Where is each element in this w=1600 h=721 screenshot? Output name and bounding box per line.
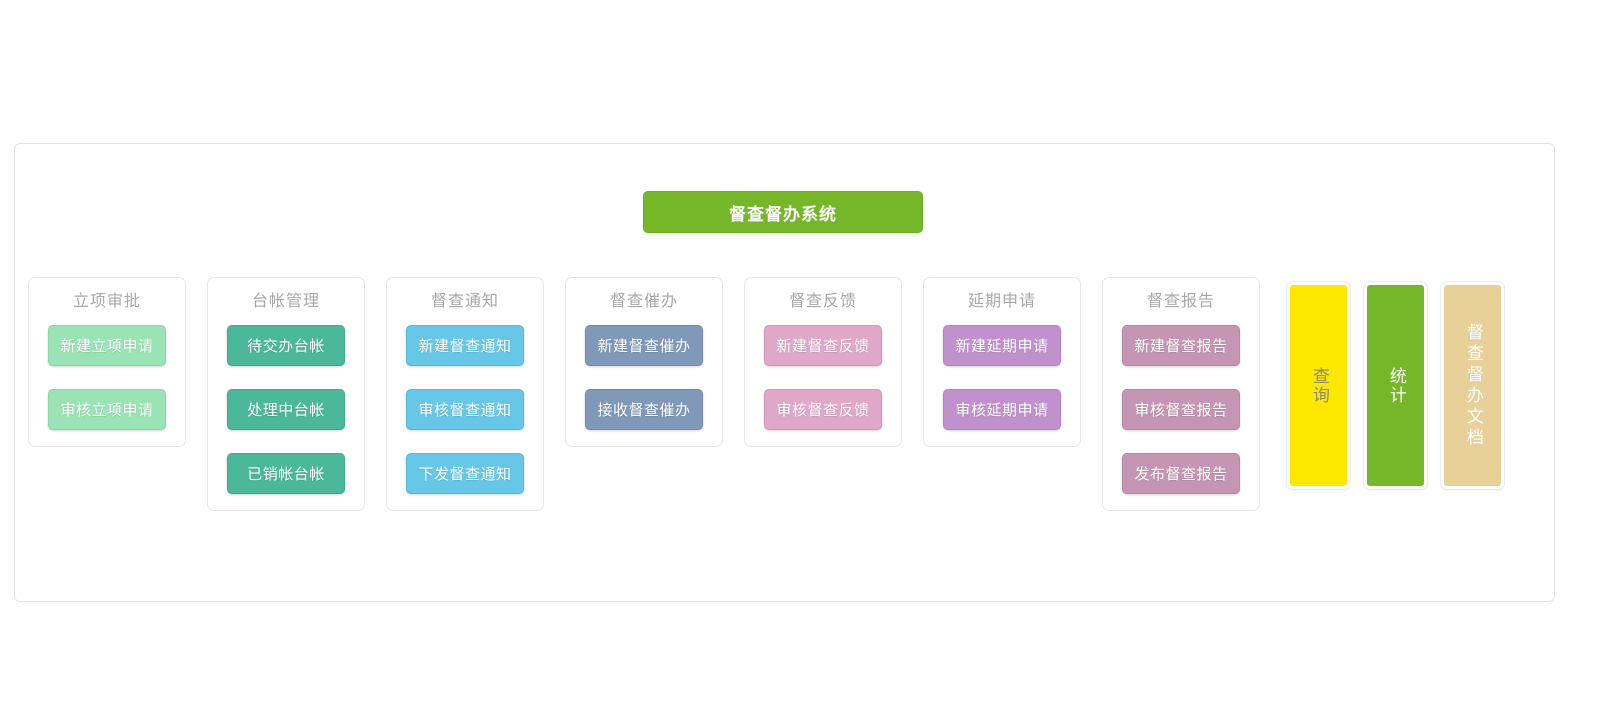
btn-review-supervision-report[interactable]: 审核督查报告 xyxy=(1122,389,1240,430)
btn-review-project-application[interactable]: 审核立项申请 xyxy=(48,389,166,430)
system-panel: 督查督办系统 立项审批 新建立项申请 审核立项申请 台帐管理 待交办台帐 处理中… xyxy=(14,143,1555,602)
column-title-approval: 立项审批 xyxy=(72,291,141,310)
column-title-delay: 延期申请 xyxy=(967,291,1036,310)
vbar-query-label: 查询 xyxy=(1308,366,1329,405)
column-title-ledger: 台帐管理 xyxy=(251,291,320,310)
module-column-approval: 立项审批 新建立项申请 审核立项申请 xyxy=(28,277,186,447)
column-title-notice: 督查通知 xyxy=(430,291,499,310)
module-column-delay: 延期申请 新建延期申请 审核延期申请 xyxy=(923,277,1081,447)
btn-receive-supervision-urge[interactable]: 接收督查催办 xyxy=(585,389,703,430)
column-title-urge: 督查催办 xyxy=(609,291,678,310)
module-column-urge: 督查催办 新建督查催办 接收督查催办 xyxy=(565,277,723,447)
btn-new-supervision-urge[interactable]: 新建督查催办 xyxy=(585,325,703,366)
btn-new-supervision-feedback[interactable]: 新建督查反馈 xyxy=(764,325,882,366)
vbar-query[interactable]: 查询 xyxy=(1286,281,1351,490)
module-column-report: 督查报告 新建督查报告 审核督查报告 发布督查报告 xyxy=(1102,277,1260,511)
btn-closed-ledger[interactable]: 已销帐台帐 xyxy=(227,453,345,494)
btn-in-progress-ledger[interactable]: 处理中台帐 xyxy=(227,389,345,430)
module-column-feedback: 督查反馈 新建督查反馈 审核督查反馈 xyxy=(744,277,902,447)
btn-pending-assignment-ledger[interactable]: 待交办台帐 xyxy=(227,325,345,366)
module-column-ledger: 台帐管理 待交办台帐 处理中台帐 已销帐台帐 xyxy=(207,277,365,511)
vbar-documents[interactable]: 督查督办文档 xyxy=(1440,281,1505,490)
module-column-notice: 督查通知 新建督查通知 审核督查通知 下发督查通知 xyxy=(386,277,544,511)
column-title-feedback: 督查反馈 xyxy=(788,291,857,310)
btn-new-project-application[interactable]: 新建立项申请 xyxy=(48,325,166,366)
btn-publish-supervision-report[interactable]: 发布督查报告 xyxy=(1122,453,1240,494)
vbar-statistics[interactable]: 统计 xyxy=(1363,281,1428,490)
btn-review-supervision-feedback[interactable]: 审核督查反馈 xyxy=(764,389,882,430)
vertical-action-bars: 查询 统计 督查督办文档 xyxy=(1286,281,1505,490)
vbar-statistics-label: 统计 xyxy=(1385,366,1406,405)
column-title-report: 督查报告 xyxy=(1146,291,1215,310)
btn-review-supervision-notice[interactable]: 审核督查通知 xyxy=(406,389,524,430)
module-columns: 立项审批 新建立项申请 审核立项申请 台帐管理 待交办台帐 处理中台帐 已销帐台… xyxy=(28,277,1281,511)
btn-issue-supervision-notice[interactable]: 下发督查通知 xyxy=(406,453,524,494)
btn-review-delay-application[interactable]: 审核延期申请 xyxy=(943,389,1061,430)
btn-new-delay-application[interactable]: 新建延期申请 xyxy=(943,325,1061,366)
vbar-documents-label: 督查督办文档 xyxy=(1462,322,1483,449)
system-title-banner: 督查督办系统 xyxy=(643,191,923,233)
btn-new-supervision-report[interactable]: 新建督查报告 xyxy=(1122,325,1240,366)
btn-new-supervision-notice[interactable]: 新建督查通知 xyxy=(406,325,524,366)
